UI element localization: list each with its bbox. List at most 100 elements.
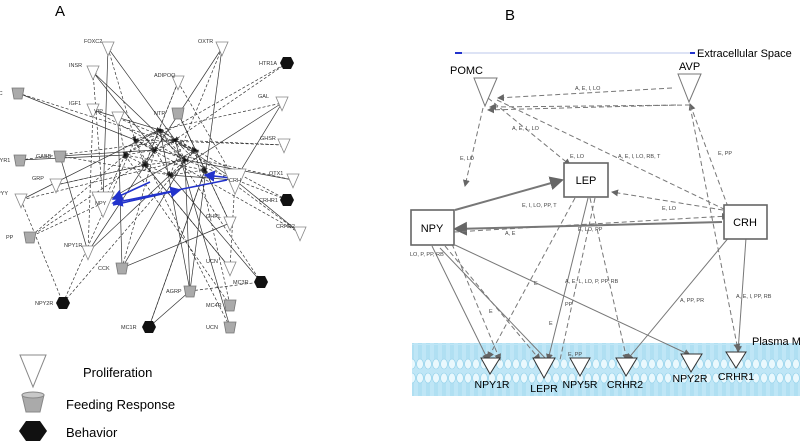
network-edge xyxy=(174,139,196,151)
node-label: PP xyxy=(6,235,14,241)
node-vip: VIP xyxy=(94,109,125,127)
network-edge xyxy=(189,280,262,292)
node-label: I2C xyxy=(0,91,3,97)
node-label: LEPR xyxy=(530,383,558,395)
network-edge xyxy=(92,71,186,161)
network-edge xyxy=(169,168,206,176)
node-adipoq: ADIPOQ xyxy=(154,73,185,91)
triangle-icon xyxy=(86,103,100,119)
edge-label: A, PP, PR xyxy=(680,298,704,304)
network-edge xyxy=(59,154,171,176)
node-label: MC4R xyxy=(206,303,222,309)
node-label: VIP xyxy=(94,109,103,115)
node-mc1r: MC1R xyxy=(121,321,156,333)
cylinder-icon xyxy=(115,262,129,275)
node-label: OTX1 xyxy=(269,171,283,177)
network-edge xyxy=(169,149,196,176)
network-edge xyxy=(124,129,161,156)
node-pyr1: PYR1 xyxy=(0,154,27,167)
network-edge xyxy=(62,149,196,304)
panel-b-label: B xyxy=(505,7,515,24)
panel-b: B Extracellular Space Plasma M xyxy=(410,7,800,396)
node-label: CRHR2 xyxy=(607,379,643,391)
node-lep: LEP xyxy=(563,162,609,198)
node-label: AGRP xyxy=(166,289,182,295)
node-label: UCN xyxy=(206,259,218,265)
network-edge xyxy=(184,159,192,292)
network-edge xyxy=(134,139,156,151)
node-npy2r: NPY2R xyxy=(672,353,708,385)
triangle-icon xyxy=(725,351,747,369)
node-label: FOXC2 xyxy=(84,39,102,45)
triangle-icon xyxy=(569,357,591,378)
panel-b-edge-labels: A, E, I, LO E, LO A, E, L, LO E, LO A, E… xyxy=(410,86,772,358)
network-edge xyxy=(124,62,288,156)
node-label: IGF1 xyxy=(69,101,81,107)
node-label: CRH xyxy=(229,178,241,184)
edge-label: A, E, L, LO xyxy=(512,126,540,132)
triangle-icon xyxy=(615,357,638,377)
edge-label: A, E xyxy=(505,231,516,237)
network-edge xyxy=(158,129,191,292)
network-edge xyxy=(55,164,146,187)
cylinder-icon xyxy=(171,107,185,120)
edge-label: E xyxy=(534,281,538,287)
edge-label: E xyxy=(549,321,553,327)
hexagon-icon xyxy=(19,421,47,441)
network-edge xyxy=(177,81,236,181)
triangle-icon xyxy=(223,216,237,232)
node-label: NPY2R xyxy=(672,373,707,385)
node-foxc2: FOXC2 xyxy=(84,39,115,57)
edge-label: A, E, I, PP, RB xyxy=(736,294,772,300)
node-npy2r: NPY2R xyxy=(35,297,70,309)
triangle-icon xyxy=(171,75,185,91)
triangle-icon xyxy=(215,41,229,57)
node-label: LEP xyxy=(576,175,597,187)
network-edge xyxy=(159,129,196,151)
node-label: NPY1R xyxy=(64,243,82,249)
network-edge xyxy=(124,154,231,306)
network-edge xyxy=(17,92,196,151)
cylinder-icon xyxy=(11,87,25,100)
network-edge xyxy=(101,47,109,204)
network-junction xyxy=(143,163,147,167)
node-npy1r: NPY1R xyxy=(64,243,95,261)
node-label: NTR xyxy=(154,111,165,117)
node-label: POMC xyxy=(450,65,483,77)
cylinder-icon xyxy=(53,150,67,163)
legend-item-proliferation: Proliferation xyxy=(19,354,152,389)
triangle-icon xyxy=(223,261,237,277)
network-edge xyxy=(144,164,171,176)
node-ghrl: GHRL xyxy=(206,214,237,232)
triangle-icon xyxy=(223,168,247,196)
node-pp: PP xyxy=(6,231,37,244)
edge-label: E, LO xyxy=(460,156,475,162)
network-edge xyxy=(121,222,231,269)
network-edge xyxy=(177,112,206,171)
network-edge xyxy=(29,139,176,238)
network-edge xyxy=(154,149,294,182)
panel-a-nodes: FOXC2OXTRHTR1AINSRADIPOQGALI2CIGF1VIPNTR… xyxy=(0,39,307,334)
network-edge xyxy=(124,154,146,166)
node-ucn3: UCN xyxy=(206,321,237,334)
cylinder-icon xyxy=(223,321,237,334)
triangle-icon xyxy=(101,41,115,57)
network-edge xyxy=(92,109,186,161)
cylinder-icon xyxy=(223,299,237,312)
edge-label: E, LO xyxy=(662,206,677,212)
node-label: NPY xyxy=(95,201,107,207)
network-edge xyxy=(102,154,126,204)
network-edge xyxy=(112,186,182,206)
cylinder-icon xyxy=(13,154,27,167)
node-label: PYR1 xyxy=(0,158,10,164)
legend-label: Behavior xyxy=(66,425,118,440)
node-label: GABB xyxy=(36,154,52,160)
network-edge xyxy=(92,109,161,132)
hexagon-icon xyxy=(280,57,294,69)
node-pyy: PYY xyxy=(0,191,28,209)
edge-label: A, E, L, LO, P, PP, RB xyxy=(565,279,619,285)
network-edge xyxy=(159,129,236,181)
network-edge xyxy=(134,139,301,234)
triangle-icon xyxy=(480,357,501,375)
node-label: CRHR1 xyxy=(718,371,754,383)
